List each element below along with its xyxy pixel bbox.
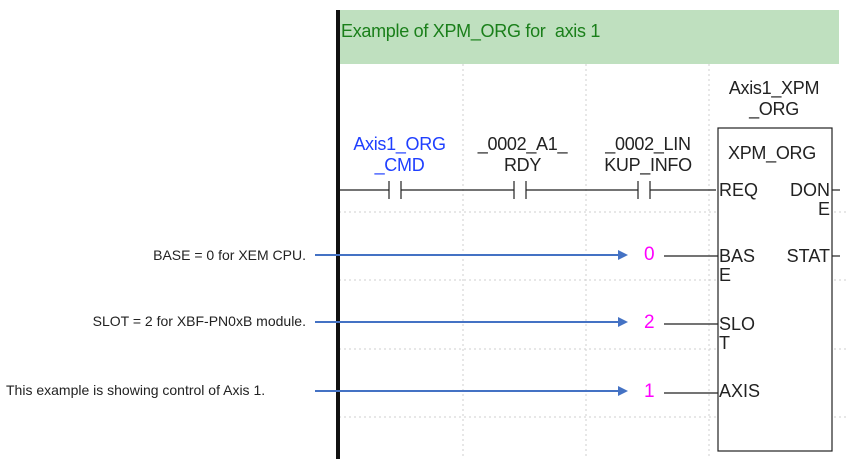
fb-input-req: REQ	[719, 180, 759, 200]
fb-input-axis: AXIS	[719, 381, 761, 401]
comment-banner	[339, 10, 839, 64]
rung-wires	[340, 181, 840, 394]
annotation-arrows	[315, 250, 628, 396]
constant-slot-value[interactable]: 2	[644, 312, 655, 333]
fb-type-name: XPM_ORG	[728, 143, 816, 163]
constant-base-value[interactable]: 0	[644, 244, 655, 265]
annotation-axis: This example is showing control of Axis …	[6, 382, 266, 398]
fb-output-stat: STAT	[786, 246, 830, 266]
constant-axis-value[interactable]: 1	[644, 381, 655, 402]
contact-label-axis1-org-cmd[interactable]: Axis1_ORG _CMD	[353, 134, 446, 175]
fb-input-slot: SLO T	[719, 314, 756, 353]
annotation-slot: SLOT = 2 for XBF-PN0xB module.	[92, 313, 306, 329]
annotation-base: BASE = 0 for XEM CPU.	[153, 247, 306, 263]
left-power-rail	[336, 10, 340, 459]
grid-vertical	[462, 64, 710, 459]
fb-instance-name: Axis1_XPM _ORG	[728, 78, 820, 119]
comment-text: Example of XPM_ORG for axis 1	[341, 21, 601, 41]
xpm-org-function-block[interactable]	[717, 127, 833, 452]
contact-label-a1-rdy[interactable]: _0002_A1_ RDY	[477, 134, 568, 175]
fb-output-done: DON E	[790, 180, 830, 219]
fb-input-base: BAS E	[719, 246, 756, 285]
contact-label-linkup-info[interactable]: _0002_LIN KUP_INFO	[604, 134, 692, 175]
